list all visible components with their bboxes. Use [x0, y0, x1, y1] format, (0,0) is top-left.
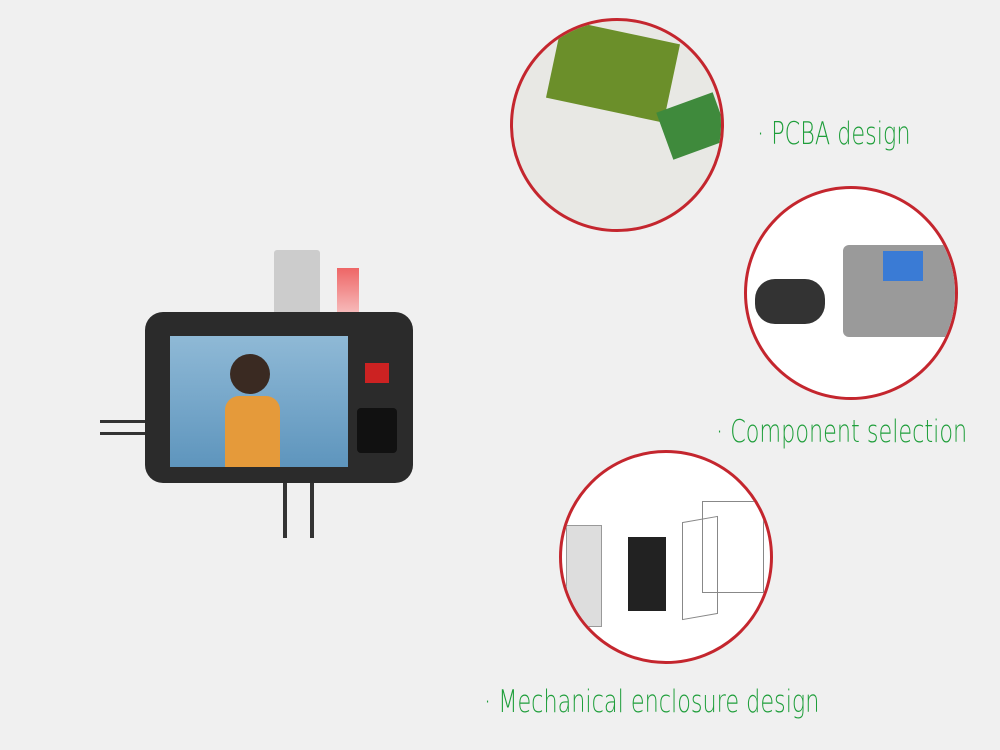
feature-label-enclosure: · Mechanical enclosure design [484, 684, 820, 720]
person-shirt [225, 396, 280, 467]
tablet-screen [170, 336, 348, 467]
rugged-tablet-illustration [95, 248, 425, 543]
usb-cable [283, 483, 287, 538]
scanner-beam-icon [337, 268, 359, 320]
pcba-image-circle [510, 18, 724, 232]
feature-label-component: · Component selection [716, 414, 968, 450]
person-figure [230, 354, 270, 394]
fingerprint-reader [755, 279, 825, 324]
component-image-circle [744, 186, 958, 400]
nfc-pad [357, 408, 397, 453]
audio-cable [100, 432, 145, 435]
enclosure-image-circle [559, 450, 773, 664]
enclosure-backplate [628, 537, 666, 611]
feature-label-pcba: · PCBA design [757, 116, 911, 152]
wall-box [702, 501, 764, 593]
enclosure-front [566, 525, 602, 627]
fingerprint-window [365, 363, 389, 383]
usb-cable [310, 483, 314, 538]
pcb-board [545, 21, 681, 123]
terminal-screen [883, 251, 923, 281]
audio-cable [100, 420, 145, 423]
card-icon [274, 250, 320, 318]
